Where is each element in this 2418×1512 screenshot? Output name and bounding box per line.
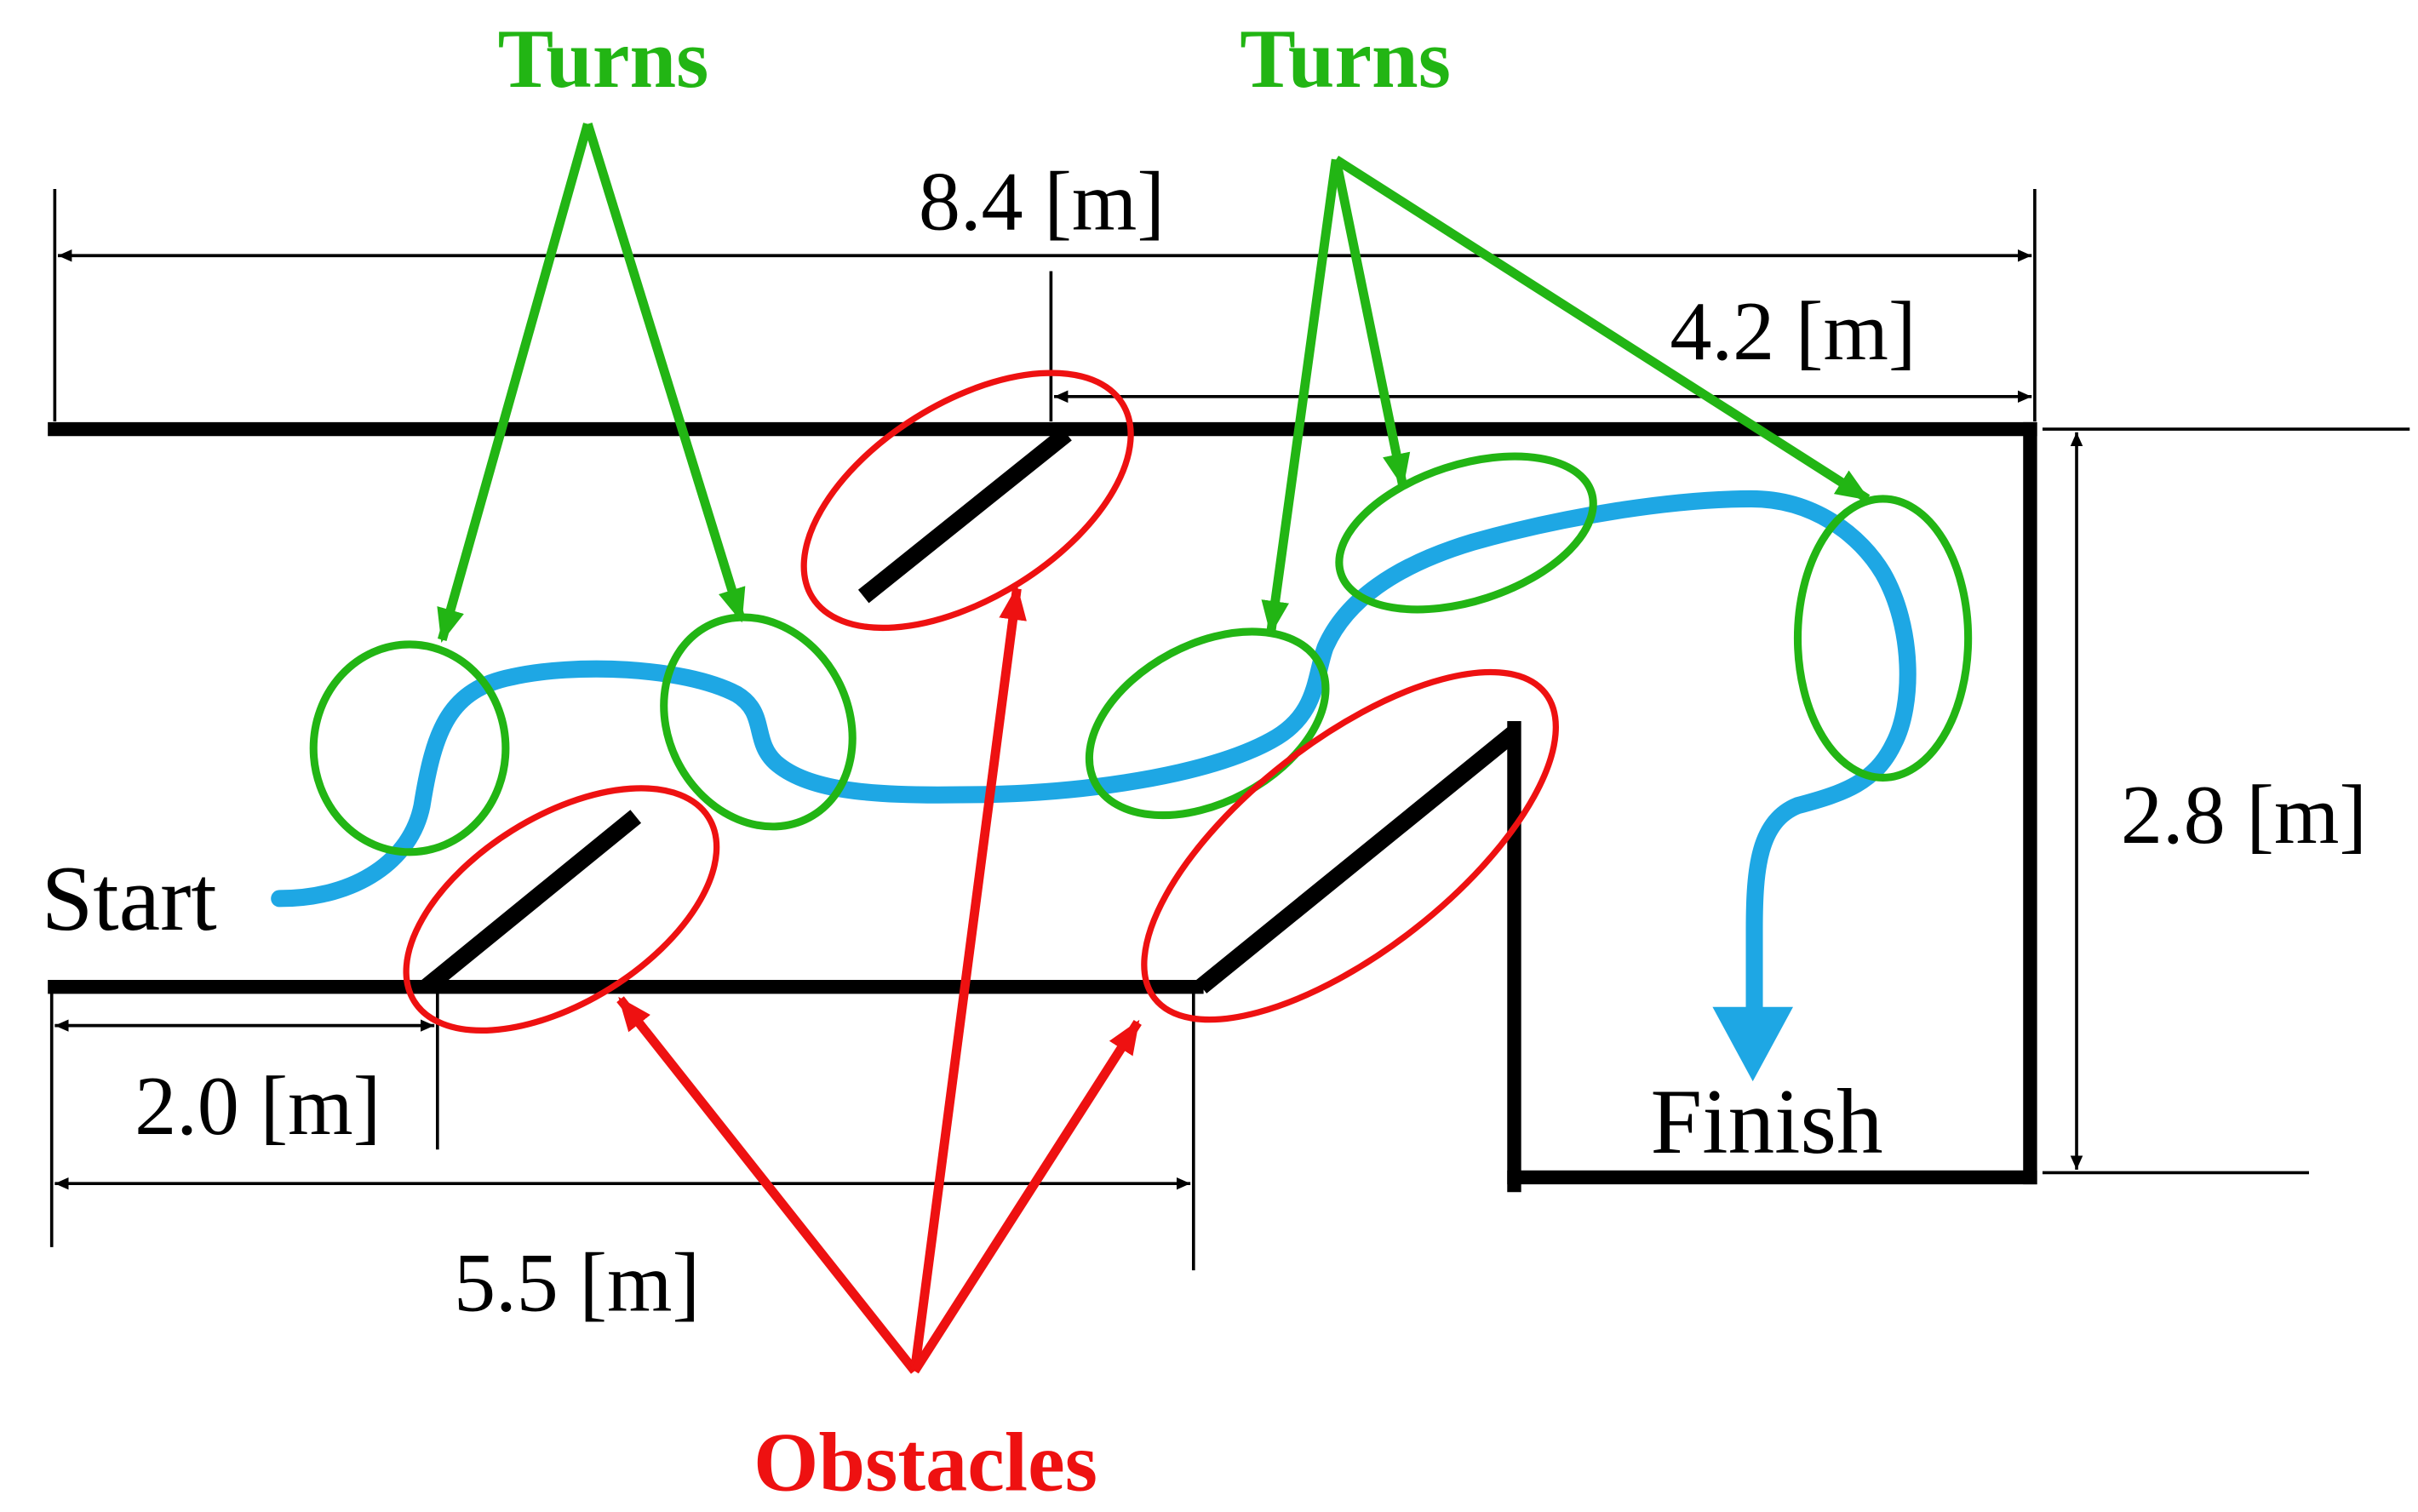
turn-ellipse-5 [1793,495,1973,782]
turn-ellipse-2 [660,613,857,831]
obstacle-bar-2 [857,427,1072,604]
turn-ellipse-4 [1335,452,1597,614]
obstacle-arrow-1 [616,996,919,1374]
turn-markers [309,452,1973,856]
obstacle-arrows [616,585,1142,1374]
obstacle-arrow-2 [909,585,1027,1372]
obstacles-label: Obstacles [753,1417,1097,1509]
turn-arrow-3 [1261,158,1341,636]
start-label: Start [42,847,217,950]
turn-arrow-1 [437,123,593,644]
dim-label-right: 4.2 [m] [1670,285,1916,378]
obstacle-bars [421,427,1520,994]
robot-path [271,490,1917,1019]
obstacle-bar-3 [1195,725,1520,994]
path-arrowhead [1712,1006,1794,1082]
dim-label-total: 8.4 [m] [919,155,1165,248]
turn-arrows [437,122,1871,644]
obstacle-ellipse-3 [1141,668,1559,1023]
dimension-lines [49,189,2410,1271]
turn-arrow-4 [1331,158,1411,489]
turn-ellipse-1 [309,640,510,856]
finish-label: Finish [1651,1070,1883,1173]
dim-label-second: 5.5 [m] [454,1236,700,1329]
obstacle-bar-1 [421,810,642,994]
obstacle-ellipse-1 [403,785,720,1034]
dim-label-first: 2.0 [m] [135,1060,381,1153]
turns-label-left: Turns [498,13,709,106]
obstacle-ellipse-2 [800,369,1134,632]
dim-label-height: 2.8 [m] [2121,769,2367,862]
walls [48,421,2037,1193]
turn-ellipse-3 [1085,627,1330,820]
turns-label-right: Turns [1240,13,1451,106]
turn-arrow-2 [583,122,746,623]
obstacle-markers [403,369,1559,1034]
turn-arrow-5 [1333,155,1871,503]
obstacle-arrow-3 [910,1019,1142,1374]
